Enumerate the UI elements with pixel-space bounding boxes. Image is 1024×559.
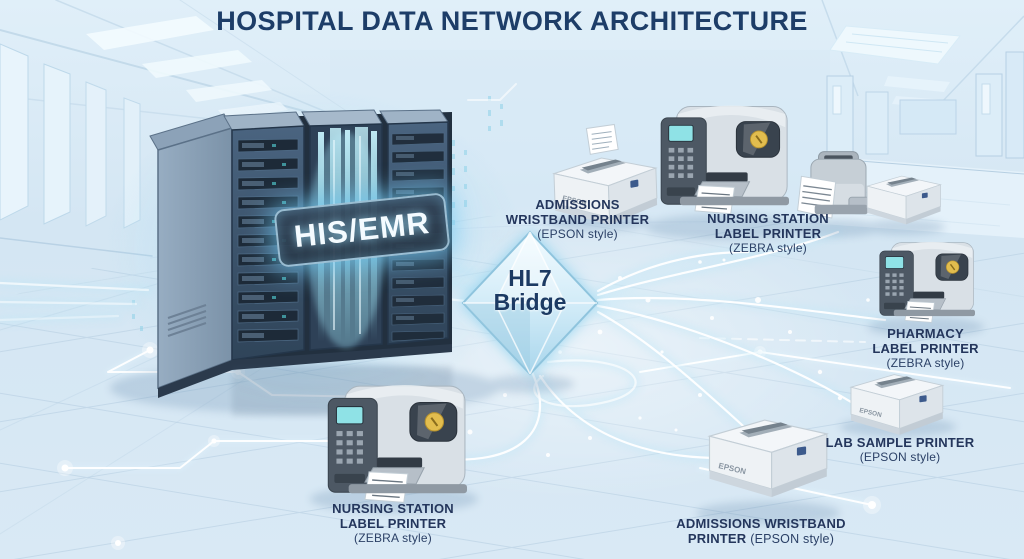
zebra-label-printer-icon-pharmacy: [879, 241, 976, 324]
caption-style-line: (EPSON style): [537, 226, 618, 241]
caption-admissions-wristband-bottom: ADMISSIONS WRISTBAND PRINTER (EPSON styl…: [661, 516, 861, 547]
caption-line: PHARMACY: [887, 326, 964, 341]
caption-line: NURSING STATION: [707, 211, 829, 226]
caption-nursing-station-bottom: NURSING STATION LABEL PRINTER (ZEBRA sty…: [310, 501, 476, 545]
caption-line: LABEL PRINTER: [339, 515, 447, 531]
diamond-icon: [461, 230, 599, 376]
caption-line: ADMISSIONS: [535, 197, 620, 212]
caption-line-part: PRINTER: [687, 530, 747, 546]
epson-receipt-printer-icon-lab: [850, 374, 944, 436]
diagram-title: HOSPITAL DATA NETWORK ARCHITECTURE: [216, 6, 808, 36]
caption-line: LABEL PRINTER: [714, 225, 822, 241]
zebra-label-printer-icon-nursing-bottom: [327, 384, 469, 504]
caption-line: WRISTBAND PRINTER: [505, 211, 650, 227]
caption-line: ADMISSIONS WRISTBAND: [676, 516, 846, 531]
caption-line: NURSING STATION: [332, 501, 454, 516]
caption-lab-sample: LAB SAMPLE PRINTER (EPSON style): [810, 435, 990, 464]
caption-admissions-wristband-top: ADMISSIONS WRISTBAND PRINTER (EPSON styl…: [490, 197, 665, 241]
caption-style-line: (ZEBRA style): [729, 240, 807, 255]
caption-line: PRINTER (EPSON style): [661, 530, 861, 547]
hl7-bridge-node: [461, 230, 599, 376]
printers: EPSON EPSON EPSON: [327, 104, 976, 504]
caption-line: LAB SAMPLE PRINTER: [825, 435, 975, 450]
caption-style-line: (EPSON style): [750, 531, 835, 546]
caption-pharmacy: PHARMACY LABEL PRINTER (ZEBRA style): [848, 326, 1003, 370]
caption-style-line: (ZEBRA style): [354, 530, 432, 545]
caption-style-line: (EPSON style): [859, 449, 941, 464]
epson-receipt-printer-icon-right: [866, 175, 942, 225]
zebra-label-printer-icon-nursing-top: [660, 104, 790, 215]
caption-style-line: (ZEBRA style): [886, 355, 965, 370]
his-emr-label-text: HIS/EMR: [292, 204, 432, 255]
small-desktop-label-printer-icon: [796, 150, 871, 219]
stream-particles: [467, 258, 870, 457]
caption-line: LABEL PRINTER: [872, 340, 979, 356]
caption-nursing-station-top: NURSING STATION LABEL PRINTER (ZEBRA sty…: [688, 211, 848, 255]
